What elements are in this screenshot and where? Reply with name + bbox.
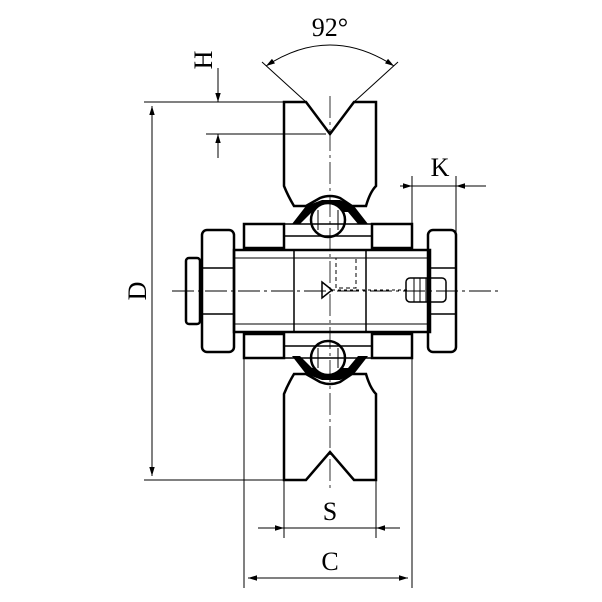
angle-dimension: 92° xyxy=(261,13,399,103)
h-dimension: H xyxy=(189,50,326,158)
grease-channel-tip xyxy=(321,280,334,300)
k-label: K xyxy=(431,153,450,182)
c-label: C xyxy=(321,547,338,576)
d-dimension: D xyxy=(123,101,290,481)
angle-label: 92° xyxy=(312,13,348,42)
d-label: D xyxy=(123,282,152,301)
spacer-rings xyxy=(242,222,414,360)
h-label: H xyxy=(189,50,218,69)
bearing-ball-top xyxy=(309,201,347,239)
axle xyxy=(232,248,432,334)
s-label: S xyxy=(323,497,337,526)
wheel-lower-section xyxy=(282,372,378,482)
k-dimension: K xyxy=(400,153,486,232)
c-dimension: C xyxy=(243,358,413,588)
s-dimension: S xyxy=(258,480,400,538)
wheel-upper-section xyxy=(282,100,378,208)
wheel-body xyxy=(282,100,378,482)
